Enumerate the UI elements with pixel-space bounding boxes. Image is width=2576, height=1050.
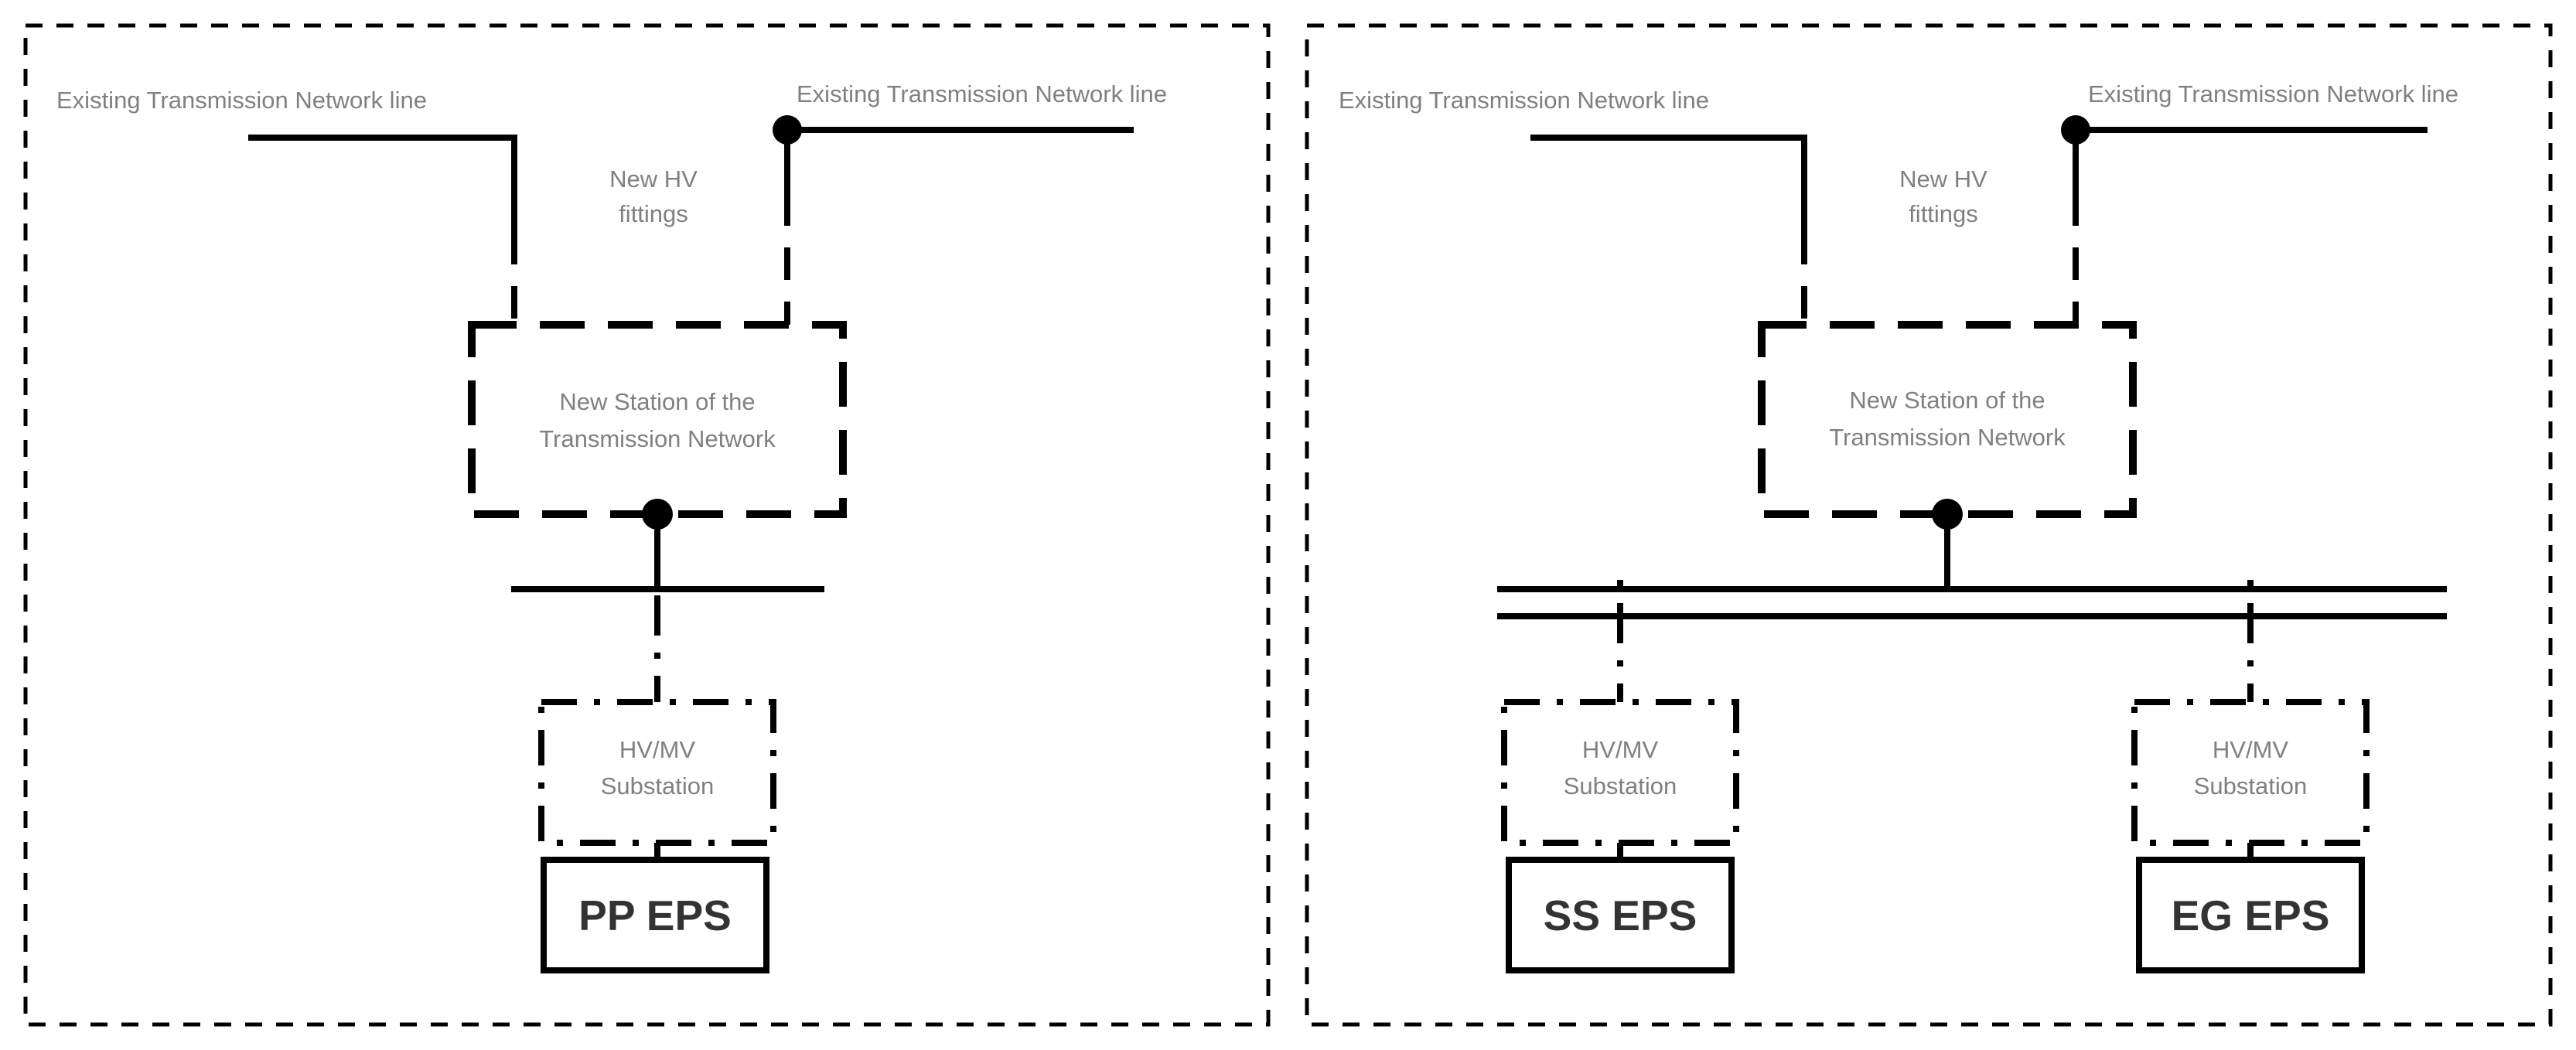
left-panel-eps-box: [541, 857, 769, 973]
left-panel-label-existing-line-left: Existing Transmission Network line: [56, 87, 427, 114]
panel-left: [23, 23, 1271, 1027]
right-panel-label-hvmv-2-line2: Substation: [2194, 772, 2308, 799]
left-panel-new-station-box: [468, 321, 847, 518]
right-panel-label-hvmv-2-line1: HV/MV: [2213, 736, 2289, 763]
right-panel-label-existing-line-right: Existing Transmission Network line: [2088, 80, 2458, 107]
right-panel-label-hv-fittings-line2: fittings: [1909, 200, 1978, 227]
panel-left-border: [23, 23, 1271, 1027]
right-panel-new-station-box: [1758, 321, 2137, 518]
left-panel-label-existing-line-right: Existing Transmission Network line: [797, 80, 1167, 107]
right-panel-label-hvmv-1-line2: Substation: [1564, 772, 1677, 799]
right-panel-eps-label-2: EG EPS: [2172, 891, 2330, 939]
right-panel-label-hvmv-1-line1: HV/MV: [1582, 736, 1659, 763]
right-panel-label-new-station-line1: New Station of the: [1849, 387, 2045, 414]
left-panel-label-hv-fittings-line1: New HV: [609, 165, 698, 193]
left-panel-junction-dot-top: [773, 115, 802, 145]
panel-right-border: [1305, 23, 2553, 1027]
right-panel-label-new-station-line2: Transmission Network: [1829, 424, 2066, 451]
left-panel-label-hvmv-line1: HV/MV: [619, 736, 696, 763]
right-panel-junction-dot-top: [2061, 115, 2090, 145]
panel-right: [1305, 23, 2553, 1027]
left-panel-label-new-station-line1: New Station of the: [559, 388, 755, 415]
right-panel-eps-box-2: [2136, 857, 2365, 973]
left-panel-eps-label: PP EPS: [578, 891, 732, 939]
left-panel-label-hvmv-line2: Substation: [601, 772, 715, 799]
left-panel-label-new-station-line2: Transmission Network: [539, 425, 776, 452]
right-panel-eps-box-1: [1506, 857, 1735, 973]
left-panel-existing-line-left: [248, 135, 517, 235]
right-panel-eps-label-1: SS EPS: [1544, 891, 1697, 939]
right-panel-existing-line-left: [1530, 135, 1807, 235]
right-panel-label-hv-fittings-line1: New HV: [1899, 165, 1987, 193]
left-panel-label-hv-fittings-line2: fittings: [619, 200, 688, 227]
right-panel-label-existing-line-left: Existing Transmission Network line: [1339, 87, 1709, 114]
